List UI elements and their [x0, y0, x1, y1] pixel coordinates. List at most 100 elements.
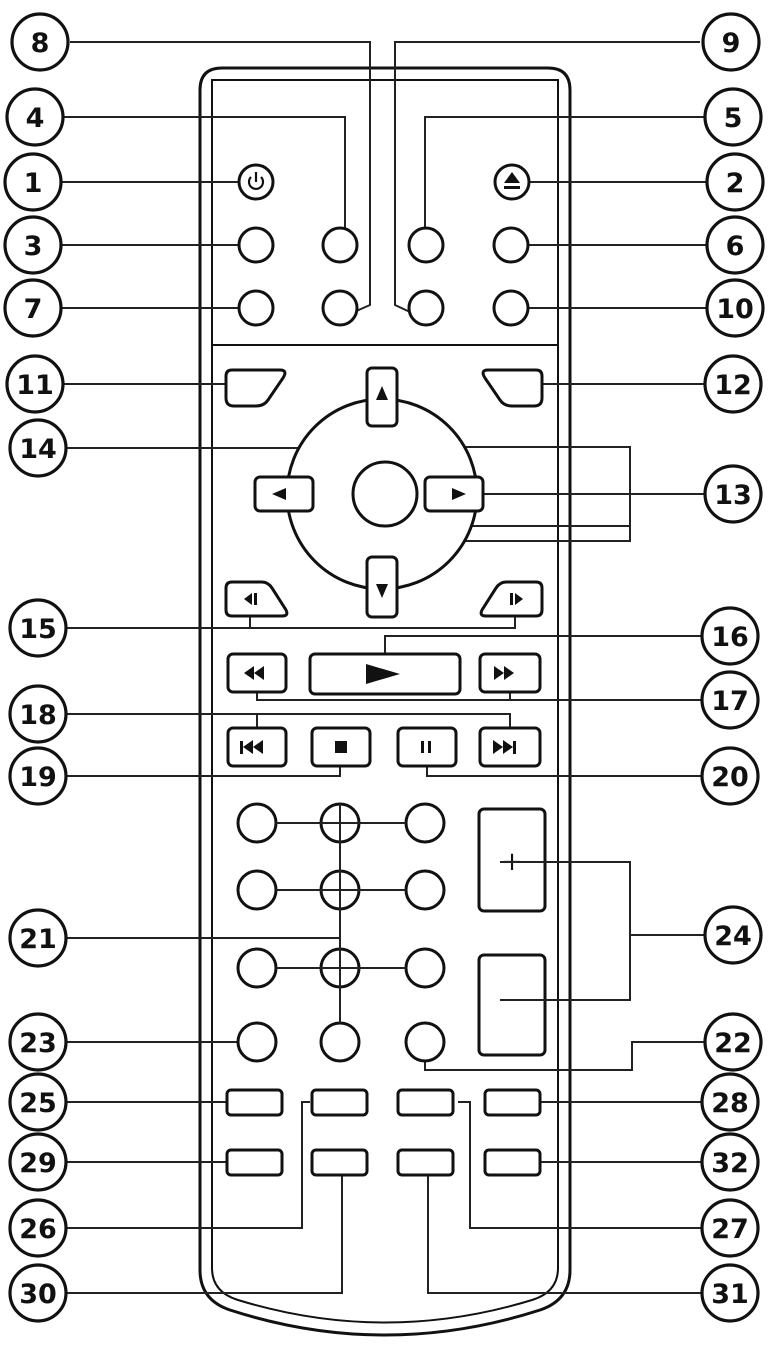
- svg-text:30: 30: [19, 1279, 57, 1310]
- svg-text:12: 12: [714, 370, 752, 401]
- callout-5: 5: [703, 87, 763, 147]
- number-keypad: [236, 802, 446, 1063]
- rewind-icon: [244, 666, 264, 680]
- button-8[interactable]: [321, 289, 359, 327]
- keypad-button[interactable]: [236, 947, 278, 989]
- svg-text:25: 25: [19, 1088, 57, 1119]
- callout-27: 27: [700, 1198, 760, 1258]
- button-25[interactable]: [225, 1088, 284, 1117]
- svg-text:22: 22: [714, 1028, 752, 1059]
- svg-text:23: 23: [19, 1028, 57, 1059]
- callout-labels: 8 9 4 5 1 2 3 6 7 10 11 12 14 13 15 16 1…: [3, 12, 765, 1323]
- svg-text:6: 6: [726, 231, 745, 262]
- navigation-cluster: [224, 366, 544, 619]
- callout-31: 31: [700, 1263, 760, 1323]
- svg-text:19: 19: [19, 762, 57, 793]
- svg-text:14: 14: [19, 434, 57, 465]
- callout-21: 21: [8, 908, 68, 968]
- svg-text:10: 10: [716, 294, 754, 325]
- callout-10: 10: [705, 278, 765, 338]
- button-28[interactable]: [483, 1088, 542, 1117]
- right-arrow-icon: [452, 488, 466, 500]
- callout-20: 20: [700, 746, 760, 806]
- svg-text:1: 1: [24, 168, 43, 199]
- callout-4: 4: [5, 87, 65, 147]
- slow-forward-icon: [510, 593, 523, 605]
- button-11[interactable]: [224, 368, 287, 408]
- button-22[interactable]: [404, 1021, 446, 1063]
- top-button-group: [237, 163, 531, 327]
- callout-23: 23: [8, 1012, 68, 1072]
- button-7[interactable]: [237, 289, 275, 327]
- svg-text:8: 8: [31, 28, 50, 59]
- keypad-button[interactable]: [404, 869, 446, 911]
- callout-7: 7: [3, 278, 63, 338]
- button-10[interactable]: [492, 289, 530, 327]
- left-arrow-icon: [272, 488, 286, 500]
- fast-forward-icon: [494, 666, 514, 680]
- bottom-buttons: [225, 1088, 542, 1177]
- svg-text:17: 17: [711, 686, 749, 717]
- keypad-button[interactable]: [236, 869, 278, 911]
- next-icon: [493, 740, 516, 754]
- callout-1: 1: [3, 152, 63, 212]
- transport-buttons: [226, 652, 542, 768]
- button-9[interactable]: [407, 289, 445, 327]
- eject-icon: [504, 172, 520, 189]
- play-icon: [366, 664, 400, 684]
- svg-text:32: 32: [711, 1148, 749, 1179]
- callout-24: 24: [703, 905, 763, 965]
- svg-text:31: 31: [711, 1279, 749, 1310]
- keypad-button[interactable]: [404, 802, 446, 844]
- svg-text:29: 29: [19, 1148, 57, 1179]
- button-3[interactable]: [237, 226, 275, 264]
- callout-30: 30: [8, 1263, 68, 1323]
- svg-text:4: 4: [26, 103, 45, 134]
- button-6[interactable]: [492, 226, 530, 264]
- previous-icon: [240, 740, 263, 754]
- callout-13: 13: [703, 464, 763, 524]
- button-30[interactable]: [310, 1148, 369, 1177]
- callout-3: 3: [3, 215, 63, 275]
- svg-text:5: 5: [724, 103, 743, 134]
- button-4[interactable]: [321, 226, 359, 264]
- volume-buttons: + —: [477, 807, 630, 1057]
- stop-icon: [335, 741, 347, 753]
- callout-17: 17: [700, 670, 760, 730]
- button-32[interactable]: [483, 1148, 542, 1177]
- button-23[interactable]: [236, 1021, 278, 1063]
- button-29[interactable]: [225, 1148, 284, 1177]
- svg-text:18: 18: [19, 700, 57, 731]
- button-12[interactable]: [481, 368, 544, 408]
- svg-text:3: 3: [24, 231, 43, 262]
- button-31[interactable]: [396, 1148, 455, 1177]
- callout-28: 28: [700, 1072, 760, 1132]
- callout-25: 25: [8, 1072, 68, 1132]
- up-arrow-icon: [376, 386, 388, 400]
- callout-8: 8: [10, 12, 70, 72]
- callout-22: 22: [703, 1012, 763, 1072]
- keypad-button[interactable]: [236, 802, 278, 844]
- keypad-button[interactable]: [319, 1021, 361, 1063]
- button-27[interactable]: [396, 1088, 455, 1117]
- pause-button[interactable]: [396, 726, 458, 768]
- svg-text:27: 27: [711, 1214, 749, 1245]
- button-5[interactable]: [407, 226, 445, 264]
- enter-button[interactable]: [351, 460, 419, 528]
- svg-text:7: 7: [24, 294, 43, 325]
- svg-text:11: 11: [16, 370, 54, 401]
- callout-26: 26: [8, 1198, 68, 1258]
- volume-up-button[interactable]: [477, 807, 547, 913]
- svg-text:2: 2: [726, 168, 745, 199]
- volume-down-button[interactable]: [477, 953, 547, 1057]
- svg-text:24: 24: [714, 921, 752, 952]
- svg-text:13: 13: [714, 480, 752, 511]
- pause-icon: [421, 741, 431, 753]
- button-26[interactable]: [310, 1088, 369, 1117]
- keypad-button[interactable]: [404, 947, 446, 989]
- callout-9: 9: [701, 12, 761, 72]
- svg-text:20: 20: [711, 762, 749, 793]
- svg-text:9: 9: [722, 28, 741, 59]
- callout-19: 19: [8, 746, 68, 806]
